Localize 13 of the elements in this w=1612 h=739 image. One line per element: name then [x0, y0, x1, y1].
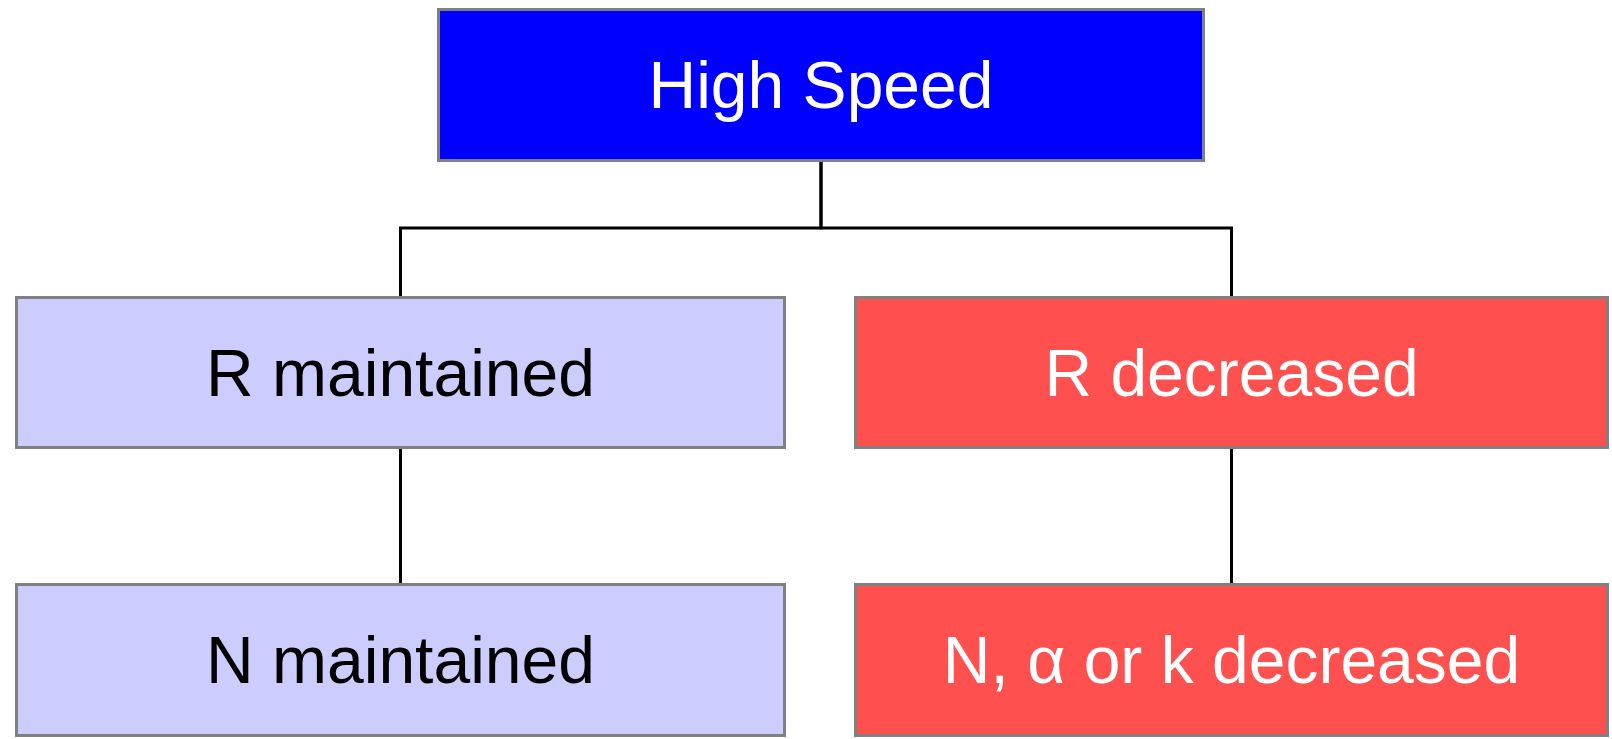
box-label: N maintained [206, 622, 595, 698]
category-box [437, 8, 1205, 162]
box-label: N, α or k decreased [942, 622, 1521, 698]
box-label: R maintained [206, 334, 595, 411]
connector-line [399, 449, 402, 583]
category-box [15, 296, 786, 449]
category-box [854, 296, 1609, 449]
category-box [854, 583, 1609, 737]
box-label: High Speed [648, 47, 994, 123]
box-label: R decreased [1044, 334, 1419, 411]
connector-line [819, 162, 1233, 296]
connector-line [1230, 449, 1233, 583]
category-box [15, 583, 786, 737]
